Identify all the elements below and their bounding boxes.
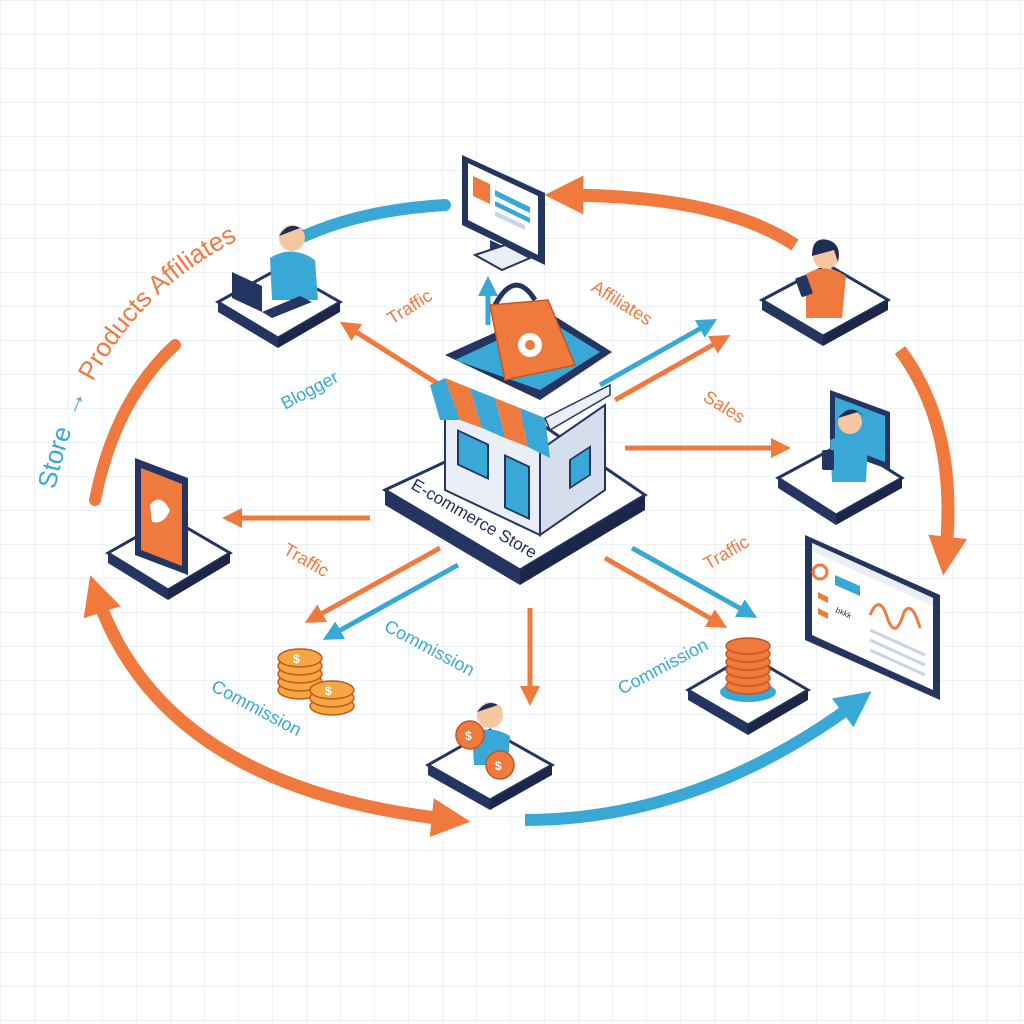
arrow-to-affiliates-orange: [613, 335, 731, 403]
affiliate-with-coins-icon: $ $: [424, 702, 556, 810]
store-window-right: [569, 445, 591, 490]
outer-arrow-left-orange: [89, 339, 181, 506]
label-blogger: Blogger: [277, 367, 341, 414]
arrow-to-coins-left-orange: [304, 545, 442, 623]
curved-title: Store → Products Affiliates: [32, 219, 241, 491]
outer-arrow-right-orange: [894, 346, 968, 576]
label-traffic-left: Traffic: [280, 539, 332, 581]
outer-cycle-arrows: [83, 175, 968, 838]
coin-stack-platform-icon: [685, 637, 811, 735]
outer-arrow-bottom-blue: [524, 691, 872, 826]
label-traffic-right: Traffic: [700, 532, 752, 574]
flow-arrows: [222, 276, 791, 706]
arrow-to-affiliates-blue: [598, 319, 718, 388]
label-traffic-top: Traffic: [384, 285, 436, 328]
phone-user-icon: [758, 239, 892, 346]
analytics-dashboard-icon: bkkk: [805, 535, 940, 700]
arrow-to-blogger: [339, 321, 442, 388]
arrow-to-coins-right-orange: [603, 555, 728, 628]
svg-text:$: $: [465, 729, 472, 743]
center-store: E-commerce Store: [381, 282, 648, 585]
svg-text:$: $: [325, 684, 332, 698]
mobile-phone-icon: [105, 458, 233, 600]
store-awning: [430, 378, 611, 458]
blogger-laptop-icon: [214, 225, 344, 348]
label-commission-center: Commission: [381, 616, 478, 680]
tablet-icon: [775, 390, 905, 525]
label-affiliates: Affiliates: [588, 276, 656, 329]
svg-text:$: $: [495, 759, 502, 773]
store-door: [504, 454, 530, 521]
coin-stack-icon: $ $: [277, 648, 355, 716]
outer-arrow-top-blue: [294, 199, 451, 244]
outer-arrow-bottom-orange: [83, 575, 471, 838]
arrow-to-coins-left-blue: [322, 562, 460, 640]
store-window-left: [457, 429, 489, 481]
desktop-monitor-icon: [462, 155, 545, 272]
outer-arrow-top-orange: [544, 175, 799, 251]
label-sales: Sales: [700, 386, 749, 427]
arrow-to-coins-right-blue: [630, 545, 758, 618]
curved-title-arrow: →: [54, 384, 92, 420]
curved-title-store: Store: [32, 422, 78, 491]
svg-text:$: $: [293, 652, 300, 666]
shopping-bag-icon: [489, 282, 577, 381]
